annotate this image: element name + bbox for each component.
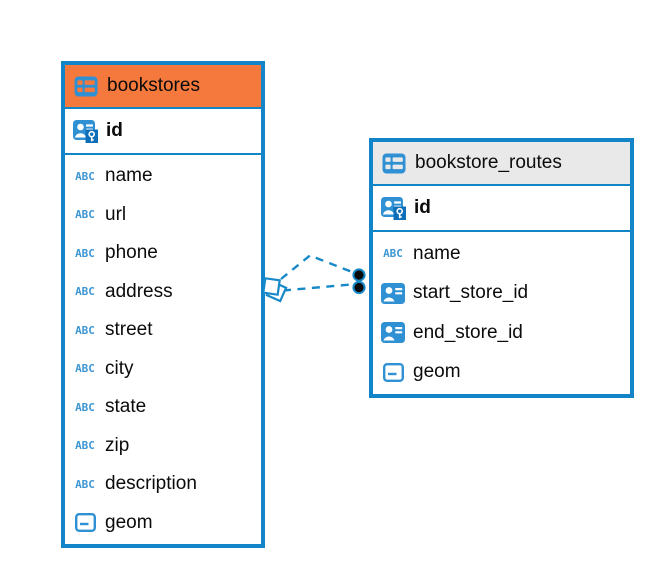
table-header-bookstores[interactable]: bookstores: [65, 65, 261, 109]
person-card-icon: [380, 282, 406, 304]
abc-icon: ABC: [75, 400, 95, 414]
column-name: address: [105, 280, 173, 302]
column-row-zip[interactable]: ABC zip: [65, 427, 261, 466]
circle-marker-front: [352, 268, 366, 282]
column-row-name[interactable]: ABC name: [65, 157, 261, 196]
column-name: name: [105, 165, 153, 187]
table-header-bookstore-routes[interactable]: bookstore_routes: [373, 142, 630, 186]
relationship-line-end-store[interactable]: [282, 283, 352, 292]
circle-marker-back: [352, 280, 366, 295]
column-name: state: [105, 396, 147, 418]
abc-icon: ABC: [75, 439, 95, 453]
person-key-icon: [380, 196, 406, 220]
column-name: url: [105, 203, 127, 225]
column-row-phone[interactable]: ABC phone: [65, 234, 261, 273]
column-name: geom: [413, 361, 461, 383]
column-row-street[interactable]: ABC street: [65, 311, 261, 350]
primary-key-name: id: [414, 197, 431, 218]
abc-icon: ABC: [75, 323, 95, 337]
column-row-end-store-id[interactable]: end_store_id: [373, 313, 630, 353]
relationship-line-start-store[interactable]: [280, 254, 353, 280]
table-grid-icon: [73, 76, 99, 97]
column-row-name[interactable]: ABC name: [373, 234, 630, 274]
column-name: description: [105, 473, 197, 495]
abc-icon: ABC: [75, 477, 95, 491]
column-list: ABC name ABC url ABC phone ABC address A…: [65, 155, 261, 544]
column-name: start_store_id: [413, 282, 529, 304]
column-name: city: [105, 357, 134, 379]
column-row-start-store-id[interactable]: start_store_id: [373, 274, 630, 314]
column-row-description[interactable]: ABC description: [65, 465, 261, 504]
person-card-icon: [380, 322, 406, 344]
table-grid-icon: [381, 153, 407, 174]
column-row-state[interactable]: ABC state: [65, 388, 261, 427]
table-name: bookstore_routes: [415, 152, 562, 173]
primary-key-row[interactable]: id: [65, 109, 261, 155]
diamond-marker-front: [262, 277, 281, 296]
abc-icon: ABC: [75, 362, 95, 376]
column-name: street: [105, 319, 153, 341]
column-row-url[interactable]: ABC url: [65, 196, 261, 235]
column-row-city[interactable]: ABC city: [65, 350, 261, 389]
column-name: zip: [105, 434, 130, 456]
abc-icon: ABC: [75, 169, 95, 183]
column-name: geom: [105, 511, 153, 533]
column-name: end_store_id: [413, 321, 523, 343]
column-name: name: [413, 242, 461, 264]
table-name: bookstores: [107, 75, 200, 96]
diamond-marker-back: [265, 280, 288, 303]
column-row-geom[interactable]: geom: [373, 353, 630, 393]
entity-table-bookstores[interactable]: bookstores id ABC name ABC url: [61, 61, 265, 548]
column-row-geom[interactable]: geom: [65, 504, 261, 543]
abc-icon: ABC: [75, 208, 95, 222]
person-key-icon: [72, 119, 98, 143]
primary-key-name: id: [106, 120, 123, 141]
column-name: phone: [105, 242, 158, 264]
abc-icon: ABC: [75, 285, 95, 299]
geometry-field-icon: [380, 362, 406, 382]
abc-icon: ABC: [75, 246, 95, 260]
column-row-address[interactable]: ABC address: [65, 273, 261, 312]
primary-key-row[interactable]: id: [373, 186, 630, 232]
column-list: ABC name start_store_id: [373, 232, 630, 394]
geometry-field-icon: [72, 513, 98, 533]
entity-table-bookstore-routes[interactable]: bookstore_routes id ABC name: [369, 138, 634, 398]
abc-icon: ABC: [383, 247, 403, 261]
